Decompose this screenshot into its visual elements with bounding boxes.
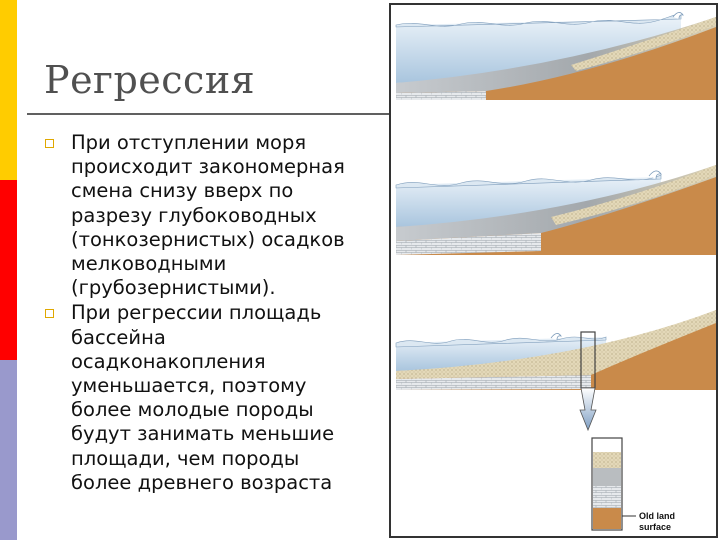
- bullet-text: При отступлении моря происходит закономе…: [71, 131, 345, 300]
- panel-2: [395, 165, 716, 255]
- slide-title: Регрессия: [44, 58, 256, 102]
- sediment-core: [591, 437, 636, 531]
- bullet-item: При отступлении моря происходит закономе…: [44, 131, 389, 300]
- bullet-square-icon: [45, 309, 54, 319]
- accent-bar-yellow: [0, 0, 17, 180]
- panel-3: [395, 310, 716, 390]
- title-divider: [27, 113, 391, 115]
- panel-1: [391, 5, 716, 125]
- accent-bar-purple: [0, 360, 17, 540]
- surface-label: surface: [639, 522, 671, 532]
- old-land-label: Old land: [639, 511, 675, 521]
- bullet-list: При отступлении моря происходит закономе…: [44, 131, 389, 496]
- bullet-item: При регрессии площадь бассейна осадконак…: [44, 301, 389, 495]
- accent-bar-red: [0, 180, 17, 360]
- bullet-text: При регрессии площадь бассейна осадконак…: [71, 301, 335, 494]
- bullet-square-icon: [45, 139, 54, 148]
- down-arrow-icon: [579, 387, 597, 432]
- regression-diagram: Old land surface: [389, 3, 718, 538]
